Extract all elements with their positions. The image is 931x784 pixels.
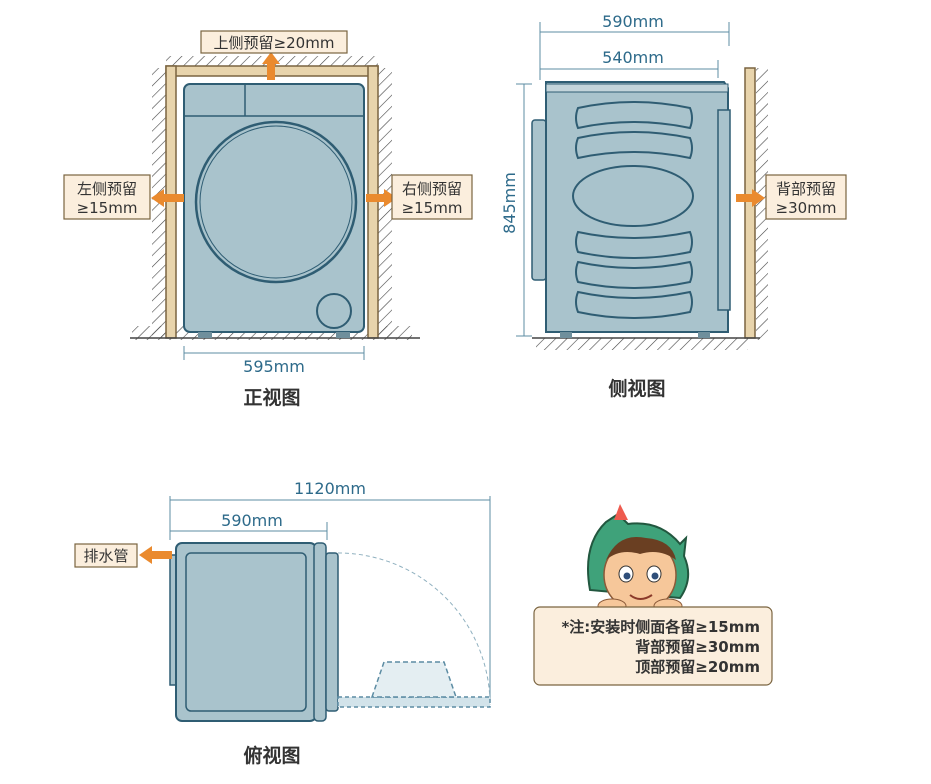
drain-arrow <box>139 546 152 564</box>
left-clearance-label-1: 左侧预留 <box>77 180 137 198</box>
drum-ribs <box>572 101 694 319</box>
front-width-dim: 595mm <box>243 357 305 376</box>
side-view: 590mm 540mm 845mm 背部预 <box>500 12 847 400</box>
back-wall-hatch <box>756 68 768 340</box>
note-line-3: 顶部预留≥20mm <box>635 658 760 676</box>
back-clearance-label-2: ≥30mm <box>776 199 837 217</box>
back-clearance-tag <box>765 174 847 220</box>
left-clearance-tag <box>63 174 151 220</box>
right-clearance-arrow <box>384 189 397 207</box>
side-view-title: 侧视图 <box>608 377 665 400</box>
left-clearance-label-2: ≥15mm <box>77 199 138 217</box>
cartoon-boy-mascot-icon <box>587 504 690 614</box>
side-door-edge <box>531 119 547 281</box>
washer-door <box>194 120 358 284</box>
top-clearance-tag <box>200 30 348 54</box>
filter-cover <box>316 293 352 329</box>
right-clearance-label-2: ≥15mm <box>402 199 463 217</box>
left-clearance-arrow <box>151 189 164 207</box>
top-view-title: 俯视图 <box>243 744 300 767</box>
top-clearance-arrow <box>262 52 280 64</box>
top-depth-dim: 590mm <box>221 511 283 530</box>
top-view: 1120mm 590mm 排水管 俯视图 <box>74 479 491 767</box>
note-line-2: 背部预留≥30mm <box>635 638 760 656</box>
front-view-title: 正视图 <box>243 386 300 409</box>
side-depth-body-dim: 540mm <box>602 48 664 67</box>
door-handle-outline <box>370 661 458 698</box>
washer-door-top <box>313 542 327 722</box>
top-clearance-label: 上侧预留≥20mm <box>214 34 335 52</box>
back-clearance-arrow <box>752 189 765 207</box>
back-clearance-label-1: 背部预留 <box>776 180 836 198</box>
front-view: 上侧预留≥20mm 左侧预留 ≥15mm 右侧预留 ≥15mm 595mm 正视… <box>63 30 473 409</box>
side-depth-total-dim: 590mm <box>602 12 664 31</box>
top-door-open-dim: 1120mm <box>294 479 366 498</box>
note-line-1: *注:安装时侧面各留≥15mm <box>561 618 760 636</box>
drain-tag <box>74 543 138 568</box>
side-floor-hatch <box>536 338 748 350</box>
side-height-dim: 845mm <box>500 172 519 234</box>
door-swing-arc <box>337 552 491 706</box>
open-door-outline <box>337 696 491 708</box>
right-clearance-label-1: 右侧预留 <box>402 180 462 198</box>
drain-label: 排水管 <box>83 547 128 565</box>
right-clearance-tag <box>391 174 473 220</box>
note-box: *注:安装时侧面各留≥15mm 背部预留≥30mm 顶部预留≥20mm <box>533 606 773 686</box>
